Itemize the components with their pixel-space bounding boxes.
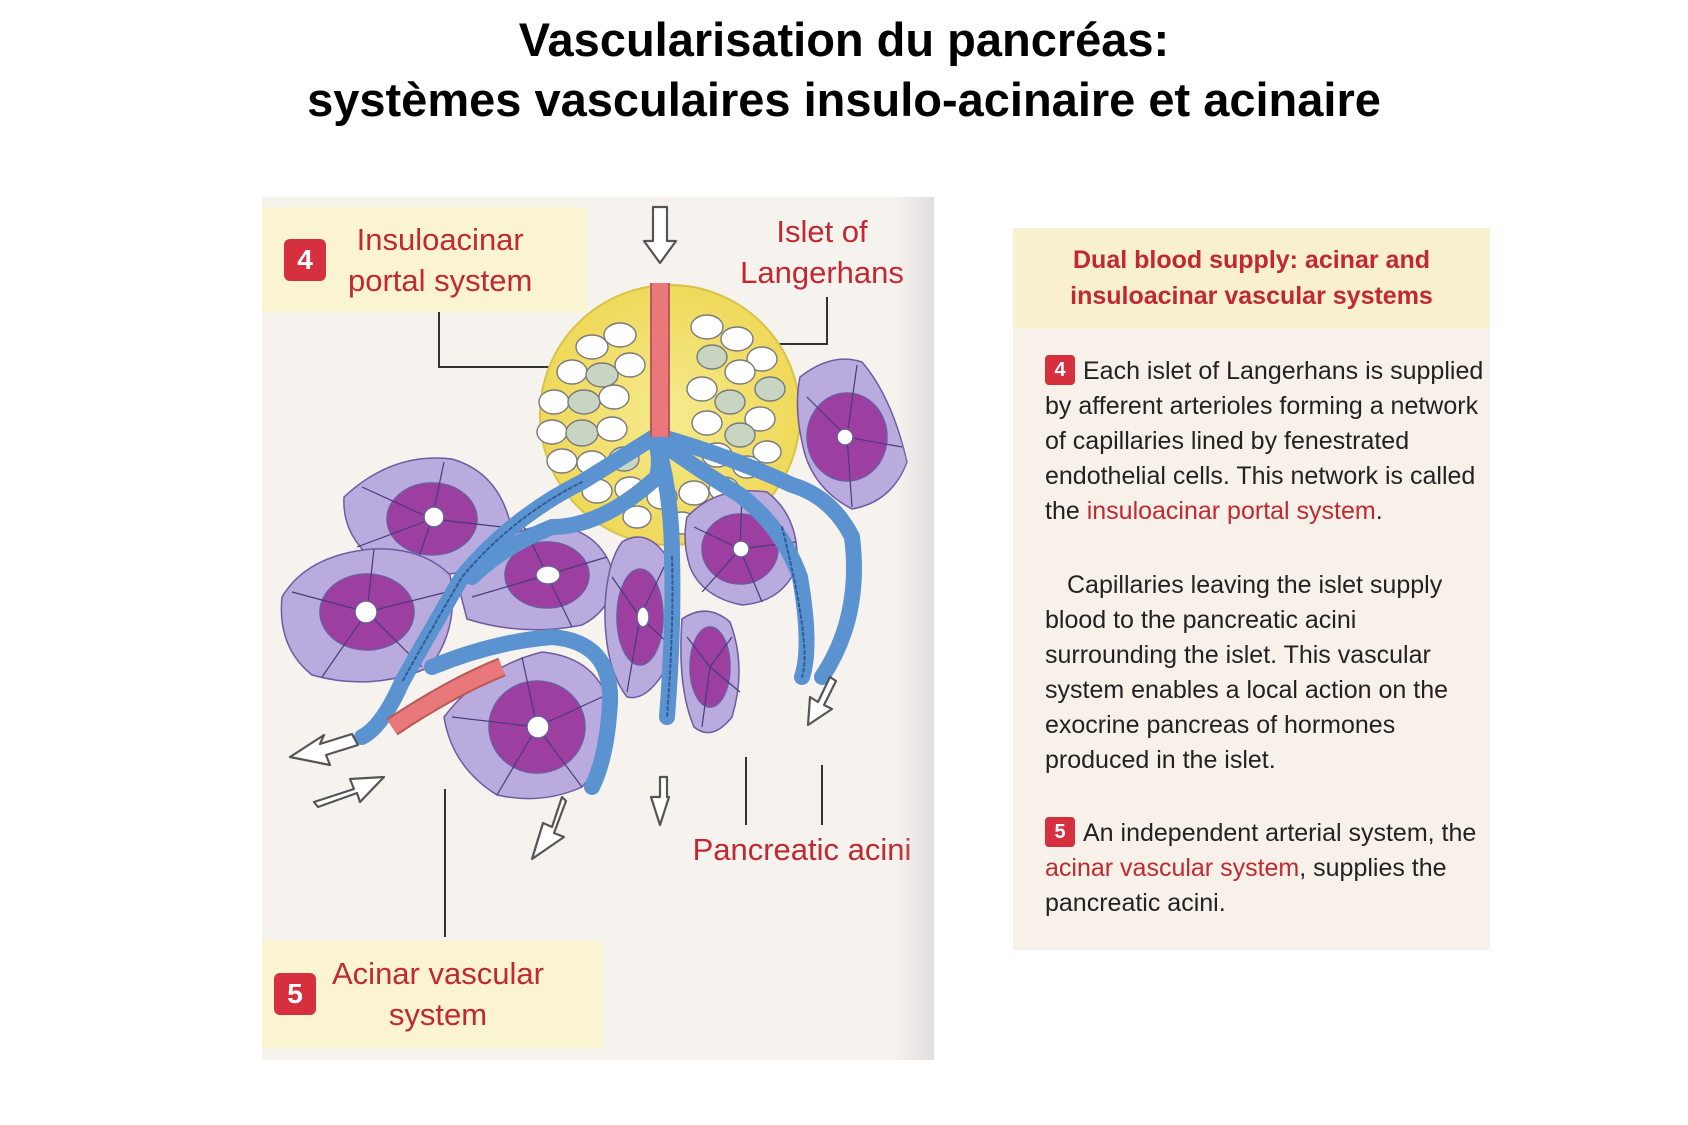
acinar-label: Acinar vascular system	[332, 953, 544, 1035]
heading-line-1: Dual blood supply: acinar and	[1073, 246, 1430, 274]
insuloacinar-label: Insuloacinar portal system	[348, 219, 532, 301]
acinus	[280, 548, 454, 683]
arrow-out-left-icon	[288, 732, 360, 767]
acinus	[443, 651, 609, 800]
heading-text: Dual blood supply: acinar and insuloacin…	[1037, 242, 1467, 314]
title-line-2: systèmes vasculaires insulo-acinaire et …	[307, 73, 1381, 126]
page-title: Vascularisation du pancréas: systèmes va…	[0, 10, 1688, 130]
paragraph-capillaries: Capillaries leaving the islet supply blo…	[1045, 571, 1449, 774]
number-badge: 5	[274, 973, 316, 1015]
paragraph-5-text-2: , supplies the pancreatic acini.	[1045, 854, 1447, 917]
flow-arrows	[288, 205, 838, 861]
arrow-out-right-icon	[806, 675, 838, 727]
arrow-out-center-icon	[649, 775, 671, 827]
insuloacinar-label-line-2: portal system	[348, 262, 533, 298]
diagram-panel: 4 Insuloacinar portal system Islet of La…	[262, 197, 934, 1060]
page-fold-shadow	[894, 197, 934, 1060]
arteries	[386, 283, 670, 736]
number-badge: 5	[1045, 817, 1075, 848]
capillary-network	[354, 429, 862, 795]
acinar-label-line-1: Acinar vascular	[332, 956, 544, 991]
paragraph-5-text-1: An independent arterial system, the	[1083, 819, 1477, 847]
pancreatic-acini	[280, 358, 908, 800]
paragraph-4-text: Each islet of Langerhans is supplied by …	[1045, 357, 1484, 525]
islet-label: Islet of Langerhans	[732, 211, 912, 293]
paragraph-5-highlight: acinar vascular system	[1045, 854, 1300, 882]
arrow-in-top-icon	[642, 205, 678, 265]
islet-label-line-1: Islet of	[776, 214, 868, 249]
islet-acini-diagram	[280, 205, 908, 937]
acinar-label-line-2: system	[388, 997, 488, 1032]
paragraph-5: 5 An independent arterial system, the aci…	[1045, 816, 1485, 921]
acinus	[343, 457, 511, 578]
text-panel-heading: Dual blood supply: acinar and insuloacin…	[1013, 228, 1490, 328]
pancreatic-acini-label: Pancreatic acini	[692, 832, 912, 867]
callout-insuloacinar: 4 Insuloacinar portal system	[262, 207, 587, 312]
islet-label-line-2: Langerhans	[740, 255, 904, 290]
number-badge: 4	[284, 238, 326, 281]
text-panel: Dual blood supply: acinar and insuloacin…	[1013, 228, 1490, 950]
insuloacinar-label-line-1: Insuloacinar	[356, 221, 524, 257]
acinus	[680, 610, 741, 734]
paragraph-4-end: .	[1375, 497, 1383, 525]
heading-line-2: insuloacinar vascular systems	[1070, 282, 1433, 310]
title-line-1: Vascularisation du pancréas:	[518, 13, 1170, 66]
acinus	[604, 536, 676, 699]
number-badge: 4	[1045, 355, 1075, 386]
paragraph-4-highlight: insuloacinar portal system	[1086, 497, 1376, 525]
callout-acinar-vascular: 5 Acinar vascular system	[262, 940, 602, 1048]
acinus	[796, 358, 908, 510]
arrow-in-artery-icon	[312, 775, 386, 809]
arrow-out-bottom-icon	[530, 795, 568, 861]
